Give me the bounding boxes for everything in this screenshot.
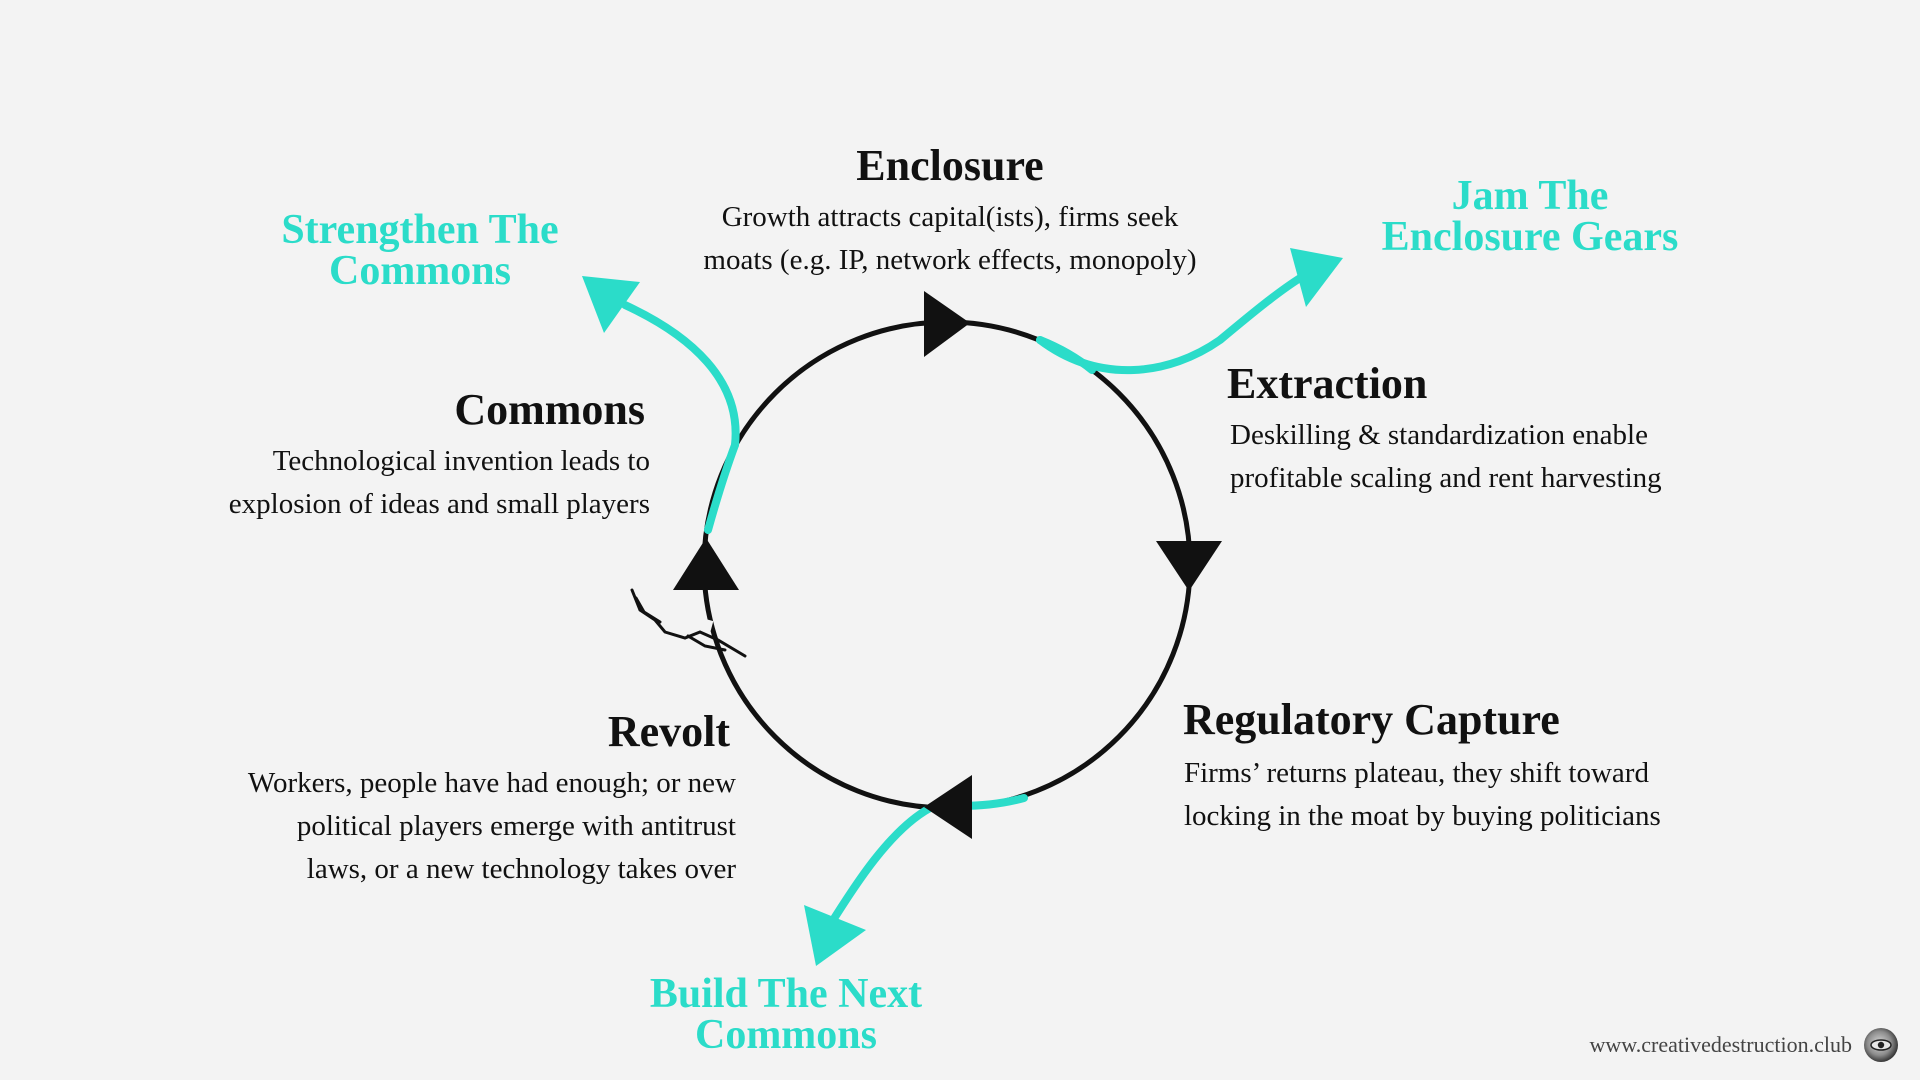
jam-arrowhead-icon bbox=[1290, 248, 1343, 307]
cycle-arrow-icon bbox=[673, 538, 739, 590]
revolt-desc-line: political players emerge with antitrust bbox=[296, 809, 736, 842]
regulatory-capture-description: Firms’ returns plateau, they shift towar… bbox=[1184, 752, 1744, 838]
jam-label-line: Enclosure Gears bbox=[1381, 214, 1679, 261]
regulatory-capture-desc-line: Firms’ returns plateau, they shift towar… bbox=[1184, 757, 1649, 789]
enclosure-description: Growth attracts capital(ists), firms see… bbox=[640, 196, 1260, 282]
extraction-title: Extraction bbox=[1227, 359, 1428, 408]
build-arrow-path bbox=[826, 804, 934, 929]
jam-arrow-path bbox=[1036, 271, 1309, 375]
extraction-description: Deskilling & standardization enable prof… bbox=[1230, 414, 1750, 500]
commons-desc-line: Technological invention leads to bbox=[272, 445, 650, 477]
footer: www.creativedestruction.club bbox=[1590, 1028, 1898, 1062]
jam-enclosure-gears-label: Jam The Enclosure Gears bbox=[1360, 173, 1700, 261]
strengthen-label-line: Strengthen The bbox=[281, 207, 559, 253]
enclosure-desc-line: Growth attracts capital(ists), firms see… bbox=[721, 201, 1179, 233]
cycle-arrow-icon bbox=[1156, 541, 1222, 591]
strengthen-arrow-path bbox=[621, 301, 740, 449]
strengthen-arc bbox=[704, 441, 739, 534]
extraction-desc-line: Deskilling & standardization enable bbox=[1230, 419, 1648, 451]
regulatory-capture-desc-line: locking in the moat by buying politician… bbox=[1184, 799, 1661, 832]
cycle-arrow-icon bbox=[924, 291, 970, 357]
footer-url: www.creativedestruction.club bbox=[1589, 1032, 1852, 1057]
commons-title: Commons bbox=[454, 385, 645, 434]
cycle-ring bbox=[701, 319, 1193, 811]
commons-description: Technological invention leads to explosi… bbox=[150, 440, 650, 526]
strengthen-commons-label: Strengthen The Commons bbox=[250, 207, 590, 295]
revolt-desc-line: laws, or a new technology takes over bbox=[306, 852, 736, 885]
build-label-line: Build The Next bbox=[649, 971, 923, 1017]
revolt-title: Revolt bbox=[607, 707, 730, 756]
crack-icon bbox=[630, 588, 747, 658]
strengthen-arrowhead-icon bbox=[582, 276, 640, 333]
extraction-desc-line: profitable scaling and rent harvesting bbox=[1230, 461, 1662, 494]
revolt-description: Workers, people have had enough; or new … bbox=[180, 762, 736, 891]
build-arrowhead-icon bbox=[804, 905, 866, 966]
enclosure-desc-line: moats (e.g. IP, network effects, monopol… bbox=[703, 243, 1197, 276]
build-label-line: Commons bbox=[694, 1012, 877, 1059]
regulatory-capture-title: Regulatory Capture bbox=[1183, 695, 1560, 744]
cycle-arrow-icon bbox=[924, 775, 972, 839]
strengthen-label-line: Commons bbox=[328, 248, 511, 295]
jam-label-line: Jam The bbox=[1451, 173, 1609, 219]
build-next-commons-label: Build The Next Commons bbox=[616, 971, 956, 1059]
logo-icon bbox=[1864, 1028, 1898, 1062]
enclosure-title: Enclosure bbox=[856, 141, 1044, 190]
commons-desc-line: explosion of ideas and small players bbox=[228, 487, 650, 520]
revolt-desc-line: Workers, people have had enough; or new bbox=[247, 767, 736, 799]
